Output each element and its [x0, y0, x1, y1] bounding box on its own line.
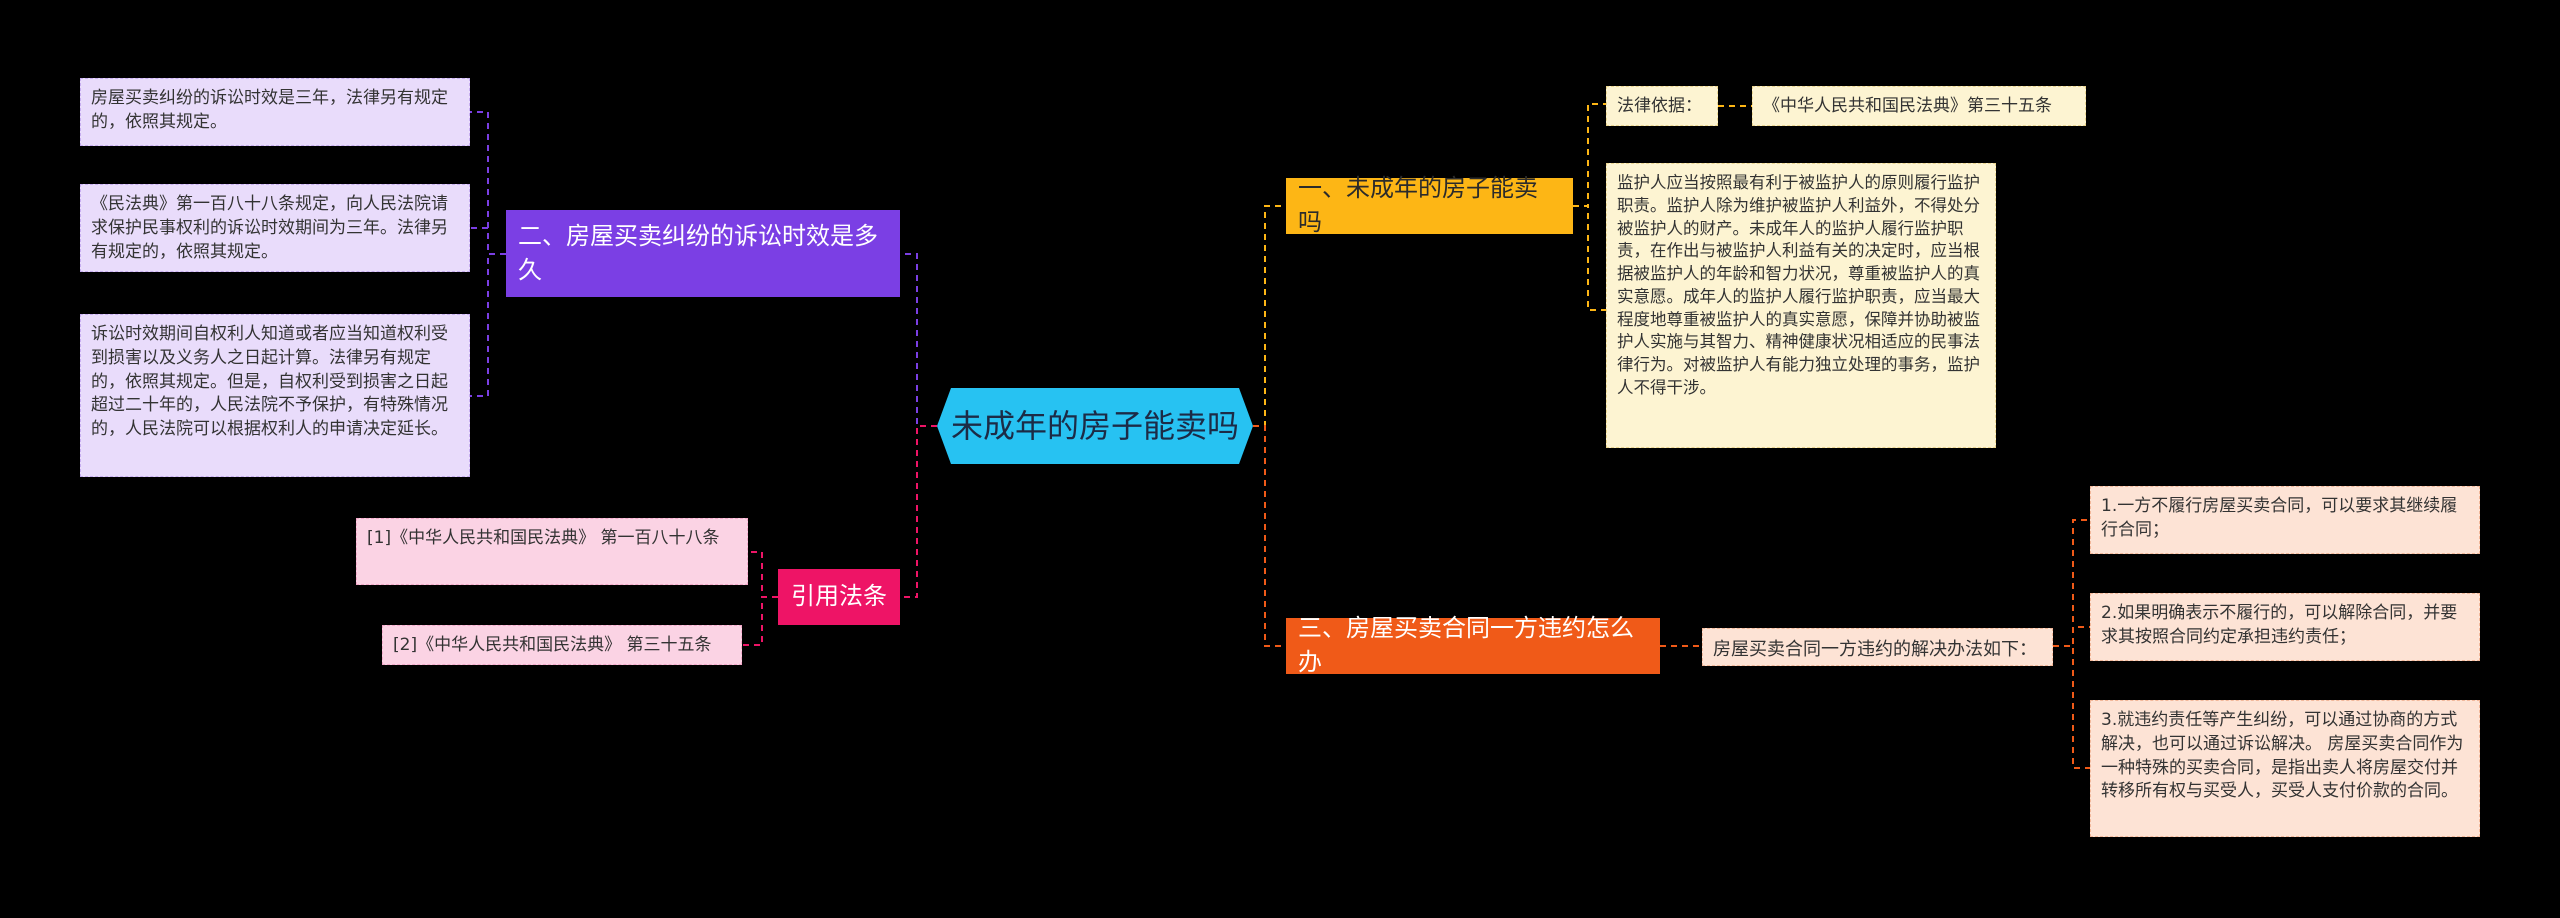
guardian-duty-text[interactable]: 监护人应当按照最有利于被监护人的原则履行监护职责。监护人除为维护被监护人利益外，…: [1606, 163, 1996, 448]
branch-limitation-period[interactable]: 二、房屋买卖纠纷的诉讼时效是多久: [506, 210, 900, 297]
link-center-b3: [1253, 425, 1286, 647]
link-center-b2: [900, 253, 937, 427]
link-b2-item3: [470, 253, 506, 397]
breach-item-3[interactable]: 3.就违约责任等产生纠纷，可以通过协商的方式解决，也可以通过诉讼解决。 房屋买卖…: [2090, 700, 2480, 837]
limitation-item-2[interactable]: 《民法典》第一百八十八条规定，向人民法院请求保护民事权利的诉讼时效期间为三年。法…: [80, 184, 470, 272]
link-center-b1: [1253, 205, 1286, 427]
breach-item-1[interactable]: 1.一方不履行房屋买卖合同，可以要求其继续履行合同；: [2090, 486, 2480, 554]
link-intro-item3: [2053, 645, 2090, 769]
breach-item-2[interactable]: 2.如果明确表示不履行的，可以解除合同，并要求其按照合同约定承担违约责任；: [2090, 593, 2480, 661]
legal-basis-value[interactable]: 《中华人民共和国民法典》第三十五条: [1752, 86, 2086, 126]
link-b4-item1: [748, 551, 778, 598]
link-b2-item1: [470, 111, 506, 255]
limitation-item-1[interactable]: 房屋买卖纠纷的诉讼时效是三年，法律另有规定的，依照其规定。: [80, 78, 470, 146]
link-center-b4: [900, 425, 937, 598]
branch-minor-house-sale[interactable]: 一、未成年的房子能卖吗: [1286, 174, 1573, 236]
root-topic[interactable]: 未成年的房子能卖吗: [937, 388, 1253, 464]
link-b1-text: [1573, 205, 1606, 311]
breach-solution-intro[interactable]: 房屋买卖合同一方违约的解决办法如下：: [1702, 628, 2053, 666]
cited-law-1[interactable]: [1]《中华人民共和国民法典》 第一百八十八条: [356, 518, 748, 585]
cited-law-2[interactable]: [2]《中华人民共和国民法典》 第三十五条: [382, 625, 742, 665]
link-b1-basis: [1573, 103, 1606, 207]
link-intro-item2: [2053, 626, 2090, 647]
branch-breach-of-contract[interactable]: 三、房屋买卖合同一方违约怎么办: [1286, 614, 1660, 676]
limitation-item-3[interactable]: 诉讼时效期间自权利人知道或者应当知道权利受到损害以及义务人之日起计算。法律另有规…: [80, 314, 470, 477]
legal-basis-label[interactable]: 法律依据：: [1606, 86, 1718, 126]
link-intro-item1: [2053, 519, 2090, 647]
link-b4-item2: [742, 596, 778, 646]
branch-cited-laws[interactable]: 引用法条: [778, 569, 900, 625]
link-b2-item2: [470, 227, 506, 255]
